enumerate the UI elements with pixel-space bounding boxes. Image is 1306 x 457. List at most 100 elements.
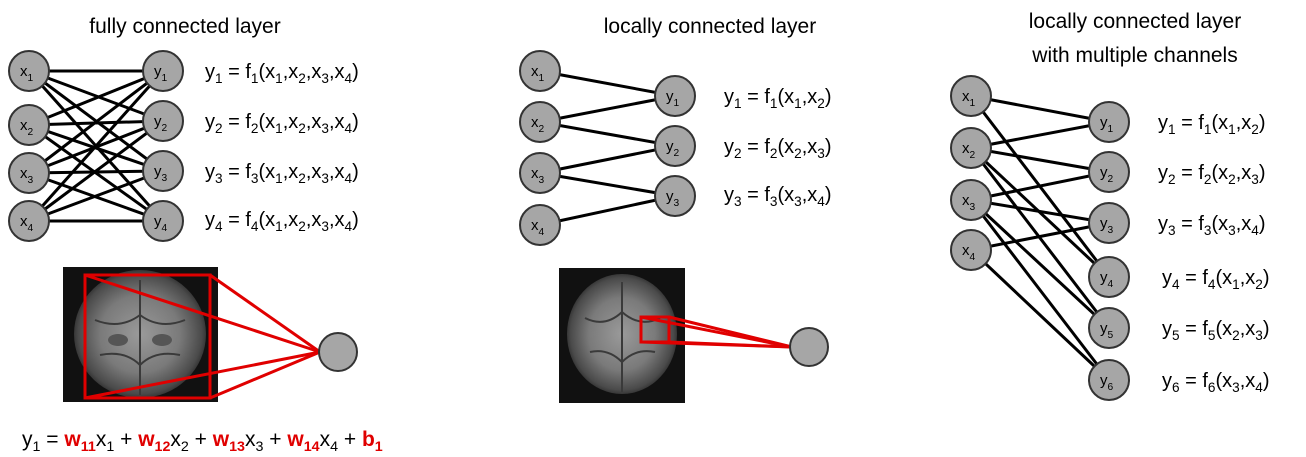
multi-equation-6: y6​ = f6​(x3​,x4​)	[1162, 370, 1270, 395]
brain-scan-full	[63, 267, 358, 402]
fully-equation-3: y3​ = f3​(x1​,x2​,x3​,x4​)	[205, 161, 359, 186]
edge-x2-y2	[539, 120, 676, 148]
node-label: y4​	[154, 213, 168, 234]
edge-x2-y4	[969, 146, 1111, 279]
node-label: y3​	[666, 188, 680, 209]
node-label: x3​	[531, 165, 545, 186]
node-label: y4​	[1100, 269, 1114, 290]
multi-input-node-x2: x2​	[950, 127, 992, 169]
node-label: x1​	[531, 63, 545, 84]
node-label: y5​	[1100, 320, 1114, 341]
edge-x2-y1	[970, 120, 1110, 150]
locally-connected-edges	[539, 69, 676, 227]
fully-input-node-x4: x4​	[8, 200, 50, 242]
multi-input-node-x3: x3​	[950, 179, 992, 221]
multi-equation-3: y3​ = f3​(x3​,x4​)	[1158, 213, 1266, 238]
edge-x4-y3	[539, 194, 676, 227]
local-input-node-x2: x2​	[519, 101, 561, 143]
multi-output-node-y3: y3​	[1088, 202, 1130, 244]
multi-input-node-x1: x1​	[950, 75, 992, 117]
multi-output-node-y1: y1​	[1088, 101, 1130, 143]
edge-x4-y2	[28, 119, 164, 223]
edge-x2-y5	[969, 147, 1111, 329]
node-label: y3​	[1100, 215, 1114, 236]
node-label: x4​	[20, 213, 34, 234]
local-equation-2: y2​ = f2​(x2​,x3​)	[724, 136, 832, 161]
full-receptive-field-box	[83, 273, 212, 400]
multi-output-node-y4: y4​	[1088, 256, 1130, 298]
edge-x3-y3	[539, 171, 676, 198]
edge-x3-y5	[969, 198, 1111, 330]
multi-channel-edges	[969, 94, 1111, 382]
node-label: y2​	[1100, 164, 1114, 185]
local-output-node-y2: y2​	[654, 125, 696, 167]
node-label: x4​	[531, 217, 545, 238]
edge-x1-y2	[28, 69, 164, 123]
fully-connected-title: fully connected layer	[89, 15, 280, 38]
output-neuron-local	[789, 327, 829, 367]
fully-equation-4: y4​ = f4​(x1​,x2​,x3​,x4​)	[205, 209, 359, 234]
local-input-node-x3: x3​	[519, 152, 561, 194]
weighted-sum-formula: y1​ = w11​x1​ + w12​x2​ + w13​x3​ + w14​…	[22, 428, 383, 455]
fully-input-node-x3: x3​	[8, 152, 50, 194]
node-label: x3​	[962, 192, 976, 213]
multi-equation-5: y5​ = f5​(x2​,x3​)	[1162, 318, 1270, 343]
fully-input-node-x1: x1​	[8, 50, 50, 92]
node-label: y3​	[154, 163, 168, 184]
multi-input-node-x4: x4​	[950, 229, 992, 271]
fully-equation-1: y1​ = f1​(x1​,x2​,x3​,x4​)	[205, 61, 359, 86]
multi-equation-4: y4​ = f4​(x1​,x2​)	[1162, 267, 1270, 292]
multi-output-node-y2: y2​	[1088, 151, 1130, 193]
multi-output-node-y5: y5​	[1088, 307, 1130, 349]
local-input-node-x4: x4​	[519, 204, 561, 246]
fully-output-node-y3: y3​	[142, 150, 184, 192]
equations: y1​ = f1​(x1​,x2​,x3​,x4​) y2​ = f2​(x1​,…	[205, 61, 1270, 395]
multi-channel-title-line1: locally connected layer	[1029, 10, 1241, 33]
fully-equation-2: y2​ = f2​(x1​,x2​,x3​,x4​)	[205, 111, 359, 136]
output-neuron-full	[318, 332, 358, 372]
locally-connected-title: locally connected layer	[604, 15, 816, 38]
fully-output-node-y2: y2​	[142, 100, 184, 142]
fully-output-node-y1: y1​	[142, 50, 184, 92]
edge-x1-y1	[970, 94, 1110, 124]
edge-x2-y1	[28, 69, 164, 127]
node-label: x2​	[962, 140, 976, 161]
edge-x4-y1	[27, 70, 165, 222]
multi-equation-1: y1​ = f1​(x1​,x2​)	[1158, 112, 1266, 137]
edge-x3-y1	[28, 69, 164, 175]
edge-x4-y3	[28, 169, 164, 223]
node-label: y1​	[154, 63, 168, 84]
edge-x3-y6	[969, 199, 1111, 381]
multi-output-node-y6: y6​	[1088, 359, 1130, 401]
local-equation-1: y1​ = f1​(x1​,x2​)	[724, 86, 832, 111]
node-label: y6​	[1100, 372, 1114, 393]
fully-output-node-y4: y4​	[142, 200, 184, 242]
local-output-node-y3: y3​	[654, 175, 696, 217]
node-label: y2​	[666, 138, 680, 159]
node-label: y1​	[1100, 114, 1114, 135]
multi-equation-2: y2​ = f2​(x2​,x3​)	[1158, 162, 1266, 187]
multi-channel-title-line2: with multiple channels	[1031, 44, 1237, 67]
node-label: x2​	[531, 114, 545, 135]
fully-connected-edges	[27, 69, 165, 223]
network-nodes: x1​ x2​ x3​ x4​ y1​ y2​ y3​ y4​ x1​ x2​ x3​ x4​ y1​ y…	[8, 50, 1130, 401]
node-label: y2​	[154, 113, 168, 134]
local-equation-3: y3​ = f3​(x3​,x4​)	[724, 184, 832, 209]
edge-x2-y2	[970, 146, 1110, 174]
edge-x3-y2	[539, 144, 676, 175]
edge-x4-y6	[969, 248, 1111, 382]
node-label: y1​	[666, 88, 680, 109]
local-input-node-x1: x1​	[519, 50, 561, 92]
fully-input-node-x2: x2​	[8, 104, 50, 146]
node-label: x1​	[962, 88, 976, 109]
node-label: x3​	[20, 165, 34, 186]
edge-x1-y1	[539, 69, 676, 98]
node-label: x2​	[20, 117, 34, 138]
brain-scan-local	[559, 268, 829, 403]
edge-x2-y1	[539, 94, 676, 124]
local-output-node-y1: y1​	[654, 75, 696, 117]
edge-x1-y4	[969, 95, 1111, 278]
node-label: x1​	[20, 63, 34, 84]
node-label: x4​	[962, 242, 976, 263]
